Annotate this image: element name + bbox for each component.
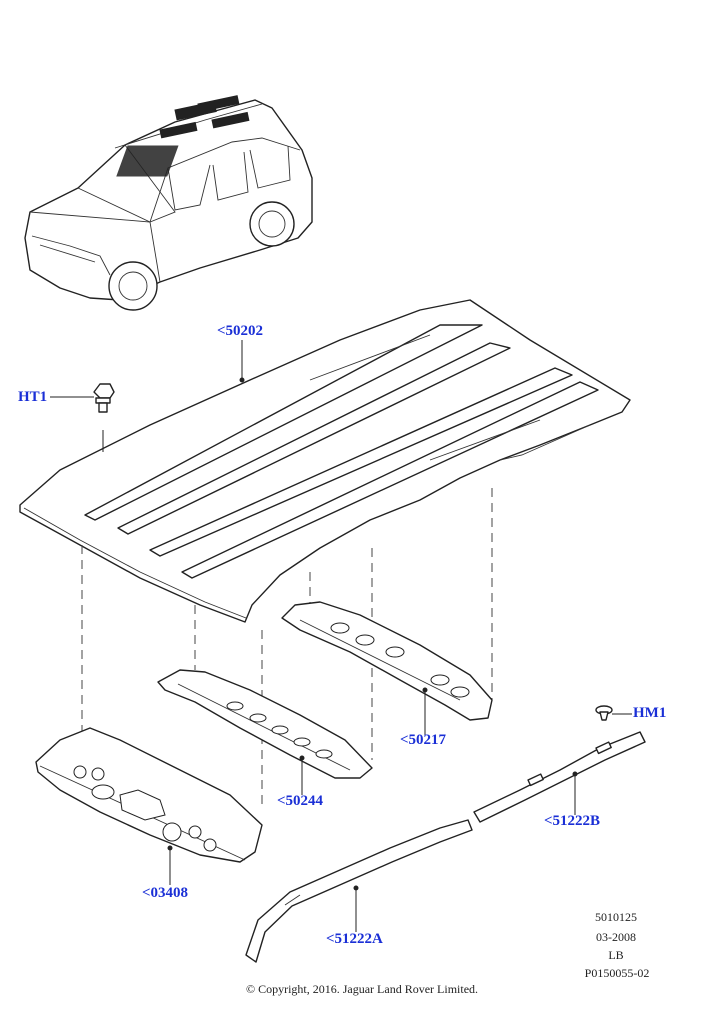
rear-roof-bow: [281, 601, 493, 721]
roof-rail-rear: [473, 731, 646, 823]
roof-panel: [19, 299, 631, 623]
callout-rail-front[interactable]: <51222A: [326, 931, 383, 947]
callout-bolt[interactable]: HT1: [18, 389, 48, 405]
diagram-date: 03-2008: [596, 930, 636, 944]
vehicle-illustration: [24, 95, 313, 311]
leader-lines: [50, 340, 632, 932]
callout-middle-bow[interactable]: <50244: [277, 793, 324, 809]
callout-roof-panel[interactable]: <50202: [217, 323, 264, 339]
diagram-ref: P0150055-02: [584, 966, 650, 980]
diagram-code: 5010125: [595, 910, 637, 924]
front-header-panel: [35, 727, 263, 863]
copyright-notice: © Copyright, 2016. Jaguar Land Rover Lim…: [245, 982, 479, 996]
middle-roof-bow: [157, 669, 373, 779]
diagram-market: LB: [608, 948, 624, 962]
roof-rail-front: [245, 819, 473, 963]
callout-rear-bow[interactable]: <50217: [400, 732, 447, 748]
callout-clip[interactable]: HM1: [633, 705, 667, 721]
callout-rail-rear[interactable]: <51222B: [544, 813, 601, 829]
bolt-ht1: [93, 383, 115, 413]
callout-front-header[interactable]: <03408: [142, 885, 189, 901]
clip-hm1: [595, 705, 613, 721]
